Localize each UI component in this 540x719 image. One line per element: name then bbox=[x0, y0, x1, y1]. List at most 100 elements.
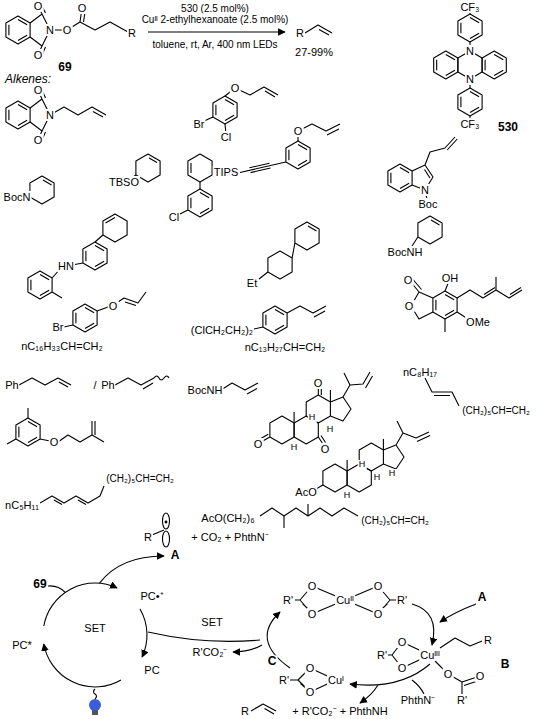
atom-label: Br bbox=[193, 118, 206, 130]
atom-label: CF₃ bbox=[459, 118, 480, 130]
atom-label: O bbox=[305, 686, 316, 698]
atom-label: O bbox=[293, 125, 304, 137]
atom-label: O bbox=[305, 662, 316, 674]
atom-label: PC* bbox=[11, 639, 33, 651]
atom-label: R' bbox=[278, 674, 290, 686]
atom-label: H bbox=[308, 413, 317, 423]
atom-label: BocNH bbox=[387, 246, 424, 258]
atom-label: O bbox=[307, 608, 318, 620]
atom-label: PC bbox=[143, 664, 160, 676]
atom-label: / bbox=[92, 379, 97, 391]
atom-label: CF₃ bbox=[459, 1, 480, 13]
atom-label: O bbox=[397, 662, 408, 674]
atom-label: OH bbox=[441, 272, 460, 284]
atom-label: O bbox=[307, 580, 318, 592]
formula-text: toluene, rt, Ar, 400 nm LEDs bbox=[151, 39, 278, 50]
atom-label: HN bbox=[57, 260, 75, 272]
atom-label: AcO bbox=[294, 486, 317, 498]
atom-label: N bbox=[45, 24, 55, 36]
atom-label: O bbox=[108, 300, 119, 312]
atom-label: O bbox=[33, 84, 44, 96]
compound-number: 69 bbox=[57, 61, 72, 74]
formula-text: (ClCH₂CH₂)₂ bbox=[190, 324, 254, 336]
atom-label: SET bbox=[200, 616, 223, 628]
alkene-structures bbox=[6, 87, 522, 528]
atom-label: O bbox=[49, 436, 60, 448]
atom-label: O bbox=[62, 24, 73, 36]
atom-label: O bbox=[404, 300, 415, 312]
atom-label: R bbox=[240, 705, 250, 717]
formula-text: AcO(CH₂)₆ bbox=[200, 512, 255, 524]
atom-label: O bbox=[475, 670, 486, 682]
atom-label: TIPS bbox=[213, 166, 239, 178]
atom-label: O bbox=[373, 608, 384, 620]
atom-label: BocN bbox=[3, 191, 32, 203]
atom-label: SET bbox=[83, 622, 106, 634]
atom-label: Boc bbox=[418, 198, 439, 210]
atom-label: R bbox=[127, 27, 137, 39]
atom-label: R' bbox=[396, 594, 408, 606]
atom-label: PC•⁺ bbox=[139, 590, 164, 602]
reaction-arrow bbox=[148, 31, 285, 32]
atom-label: OMe bbox=[465, 316, 491, 328]
atom-label: Ph bbox=[4, 379, 19, 391]
atom-label: H bbox=[358, 460, 367, 470]
catalytic-cycle bbox=[44, 513, 482, 715]
atom-label: Cuᴵ bbox=[327, 674, 345, 686]
atom-label: Et bbox=[246, 277, 258, 289]
atom-label: Cuᴵᴵ bbox=[335, 594, 355, 606]
atom-label: H bbox=[326, 425, 335, 435]
atom-label: O bbox=[397, 636, 408, 648]
formula-text: nC₈H₁₇ bbox=[402, 366, 438, 378]
atom-label: TBSO bbox=[108, 176, 140, 188]
compound-number: A bbox=[477, 591, 488, 604]
substrate-69 bbox=[6, 5, 128, 56]
formula-text: + CO₂ + PhthN⁻ bbox=[190, 531, 269, 543]
atom-label: Cuᴵᴵᴵ bbox=[419, 649, 441, 661]
formula-text: R'CO₂⁻ bbox=[192, 646, 229, 658]
atom-label: Br bbox=[52, 321, 65, 333]
formula-text: (CH₂)₅CH=CH₂ bbox=[105, 473, 175, 484]
formula-text: PhthN⁻ bbox=[400, 694, 437, 706]
compound-number: B bbox=[500, 658, 511, 671]
atom-label: O bbox=[320, 443, 331, 455]
atom-label: O bbox=[77, 2, 88, 14]
atom-label: O bbox=[230, 82, 241, 94]
atom-label: R' bbox=[456, 694, 468, 706]
atom-label: N bbox=[420, 184, 430, 196]
atom-label: O bbox=[33, 49, 44, 61]
atom-label: R' bbox=[282, 594, 294, 606]
atom-label: Cl bbox=[168, 211, 180, 223]
atom-label: Cl bbox=[220, 131, 232, 143]
atom-label: O bbox=[313, 377, 324, 389]
atom-label: O bbox=[253, 438, 264, 450]
formula-text: 530 (2.5 mol%) bbox=[180, 3, 250, 14]
formula-text: nC₅H₁₁ bbox=[4, 499, 40, 511]
atom-label: O bbox=[403, 274, 414, 286]
atom-label: R' bbox=[376, 649, 388, 661]
product-alkene bbox=[305, 25, 332, 35]
formula-text: (CH₂)₅CH=CH₂ bbox=[461, 405, 531, 416]
atom-label: N bbox=[465, 73, 475, 85]
section-heading: Alkenes: bbox=[4, 73, 52, 86]
photocatalyst-530 bbox=[434, 8, 507, 123]
formula-text: nC₁₆H₃₃CH=CH₂ bbox=[20, 340, 104, 352]
atom-label: BocNH bbox=[187, 384, 224, 396]
atom-label: R bbox=[295, 27, 305, 39]
formula-text: + R'CO₂⁻ + PhthNH bbox=[291, 705, 388, 717]
atom-label: H bbox=[343, 491, 352, 501]
atom-label: N bbox=[465, 45, 475, 57]
atom-label: H bbox=[388, 469, 397, 479]
atom-label: Ph bbox=[100, 379, 115, 391]
compound-number: 69 bbox=[32, 578, 47, 591]
formula-text: Cuᴵᴵ 2-ethylhexanoate (2.5 mol%) bbox=[141, 14, 290, 25]
compound-number: A bbox=[170, 549, 181, 562]
atom-label: N bbox=[45, 109, 55, 121]
formula-text: nC₁₃H₂₇CH=CH₂ bbox=[244, 341, 327, 353]
atom-label: O bbox=[373, 580, 384, 592]
atom-label: O bbox=[33, 0, 44, 12]
atom-label: O bbox=[443, 668, 454, 680]
atom-label: H bbox=[290, 443, 299, 453]
atom-label: R bbox=[483, 634, 493, 646]
